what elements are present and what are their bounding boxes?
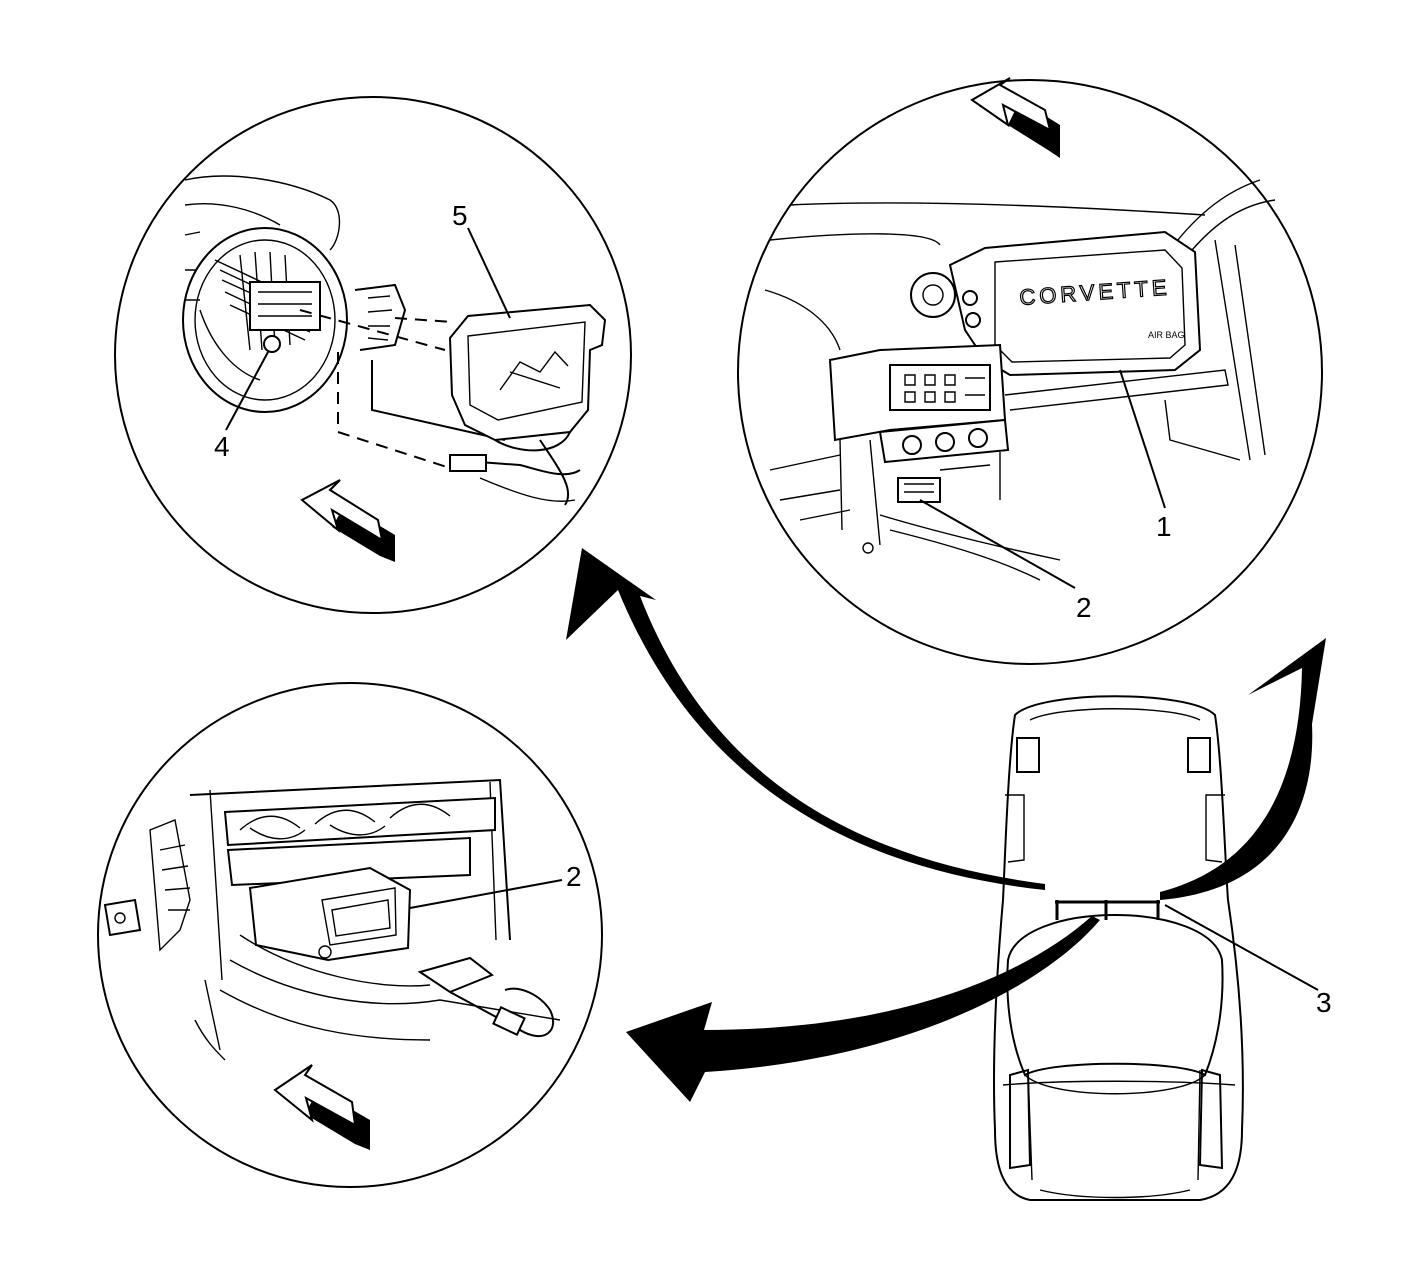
arrow-to-steering-wheel-view	[566, 548, 1045, 890]
rear-bumper	[1039, 1189, 1191, 1199]
leader-line-5	[467, 227, 511, 319]
alignment-line	[394, 317, 453, 323]
windshield	[1006, 914, 1224, 1077]
detail-circle-frame	[737, 79, 1323, 665]
hvac-knob	[968, 428, 988, 448]
front-bumper	[1029, 708, 1201, 721]
callout-4: 4	[214, 431, 230, 462]
callout-3: 3	[1316, 987, 1332, 1018]
fender-right	[1205, 794, 1225, 863]
a-pillar	[1214, 239, 1266, 461]
module-connector	[417, 956, 494, 994]
leader-line-2-top	[919, 499, 1076, 589]
column-bracket	[354, 283, 407, 351]
leader-line-2-bottom	[409, 879, 563, 909]
forward-direction-arrow-icon	[273, 1064, 370, 1150]
rear-quarter	[1027, 1069, 1201, 1181]
vehicle-top-view: 3	[993, 695, 1332, 1201]
curved-arrows	[566, 548, 1326, 1102]
console-tray	[226, 836, 471, 887]
leader-line-1	[1119, 369, 1166, 509]
side-trim	[149, 819, 191, 952]
headlight-left	[1016, 737, 1040, 773]
steering-wheel-rim-inner	[194, 239, 336, 401]
detail-circle-frame	[114, 96, 632, 614]
hvac-knob	[935, 432, 955, 452]
leader-line-4	[225, 351, 269, 431]
callout-5: 5	[452, 200, 468, 231]
detail-circle-frame	[97, 682, 603, 1188]
mounting-stud	[910, 272, 956, 318]
module-harness	[449, 987, 555, 1037]
bracket-tab	[103, 898, 142, 937]
vehicle-body-outline	[993, 695, 1244, 1201]
dash-top-edge	[769, 233, 941, 246]
airbag-connector	[449, 454, 487, 472]
headlight-right	[1187, 737, 1211, 773]
steering-wheel-rim	[182, 227, 348, 413]
wiring-path	[371, 360, 506, 441]
center-stack-lower	[189, 778, 511, 981]
dash-lower-edge	[1164, 399, 1241, 461]
sdm-module	[897, 477, 941, 503]
rear-deck	[1002, 1080, 1236, 1086]
clock-spring-connector	[249, 281, 321, 331]
vent-bezel	[223, 796, 496, 847]
sensing-diagnostic-module	[219, 866, 561, 1041]
airbag-pigtail	[451, 459, 581, 476]
dash-contour	[184, 175, 341, 251]
wiring-path	[337, 352, 451, 469]
driver-airbag-module	[448, 303, 607, 506]
leader-line-3	[1164, 904, 1319, 991]
passenger-airbag-detail: CORVETTE AIR BAG 1	[737, 77, 1323, 665]
passenger-airbag-module: CORVETTE AIR BAG	[910, 230, 1202, 377]
stack-outline	[189, 778, 511, 941]
roof-line	[1024, 1074, 1206, 1095]
harness-connector	[492, 1006, 526, 1036]
dash-contour	[184, 203, 281, 226]
console-module-detail: 2	[97, 682, 603, 1188]
dash-left-contour	[764, 289, 841, 351]
hvac-knob	[902, 435, 922, 455]
callout-2-top: 2	[1076, 592, 1092, 623]
alignment-line	[299, 309, 446, 351]
rear-fender-right	[1198, 1068, 1224, 1170]
airbag-label-text: AIR BAG	[1148, 330, 1185, 340]
dash-top-edge	[789, 202, 1206, 216]
forward-direction-arrow-icon	[300, 479, 395, 562]
rear-fender-left	[1009, 1068, 1032, 1170]
radio-head-unit	[889, 364, 991, 411]
fender-left	[1005, 794, 1025, 863]
forward-direction-arrow-icon	[970, 77, 1060, 158]
arrow-to-dashboard-view	[1160, 638, 1326, 900]
steering-wheel-detail: 5 4	[114, 96, 632, 614]
arrow-to-console-view	[626, 916, 1100, 1102]
callout-1: 1	[1156, 511, 1172, 542]
center-stack	[769, 343, 1061, 581]
steering-wheel-connector-pin	[263, 335, 281, 353]
dash-lower-edge	[1004, 369, 1229, 411]
callout-2-bottom: 2	[566, 861, 582, 892]
